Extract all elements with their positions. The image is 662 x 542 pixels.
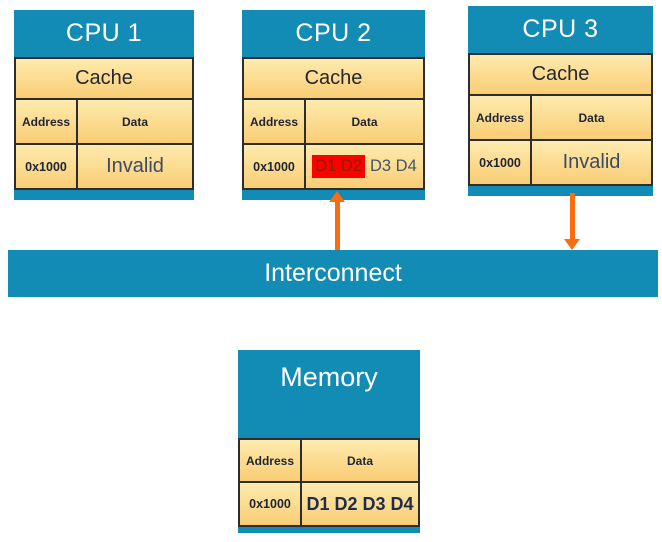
cpu3-address-cell: 0x1000	[470, 141, 532, 184]
cpu2-data-header-cell: Data	[306, 100, 423, 143]
cpu1-data-cell: Invalid	[78, 145, 192, 188]
cpu2-cache-table: Cache Address Data 0x1000 D1 D2 D3 D4	[242, 57, 425, 190]
cpu2-address-cell: 0x1000	[244, 145, 306, 188]
cpu3-data-cell: Invalid	[532, 141, 651, 184]
memory-address-header-cell: Address	[240, 440, 302, 481]
cpu2-cache-label: Cache	[244, 59, 423, 100]
cpu2-address-header-cell: Address	[244, 100, 306, 143]
cpu3-data-header-cell: Data	[532, 96, 651, 139]
cpu1-address-cell: 0x1000	[16, 145, 78, 188]
cpu1-title: CPU 1	[65, 19, 143, 47]
cpu1-box: CPU 1 Cache Address Data 0x1000 Invalid	[14, 10, 194, 200]
memory-address-cell: 0x1000	[240, 483, 302, 525]
cpu3-data-row: 0x1000 Invalid	[470, 141, 651, 184]
cpu3-title: CPU 3	[522, 15, 599, 43]
cpu2-data-cell: D1 D2 D3 D4	[306, 145, 423, 188]
cpu2-data-rest: D3 D4	[370, 157, 417, 175]
cpu1-address-header-cell: Address	[16, 100, 78, 143]
memory-data-row: 0x1000 D1 D2 D3 D4	[240, 483, 418, 525]
memory-title: Memory	[280, 362, 378, 392]
interconnect-label: Interconnect	[264, 259, 402, 287]
cpu2-to-interconnect-arrow	[335, 201, 340, 250]
cpu1-data-row: 0x1000 Invalid	[16, 145, 192, 188]
cpu1-header-row: Address Data	[16, 100, 192, 145]
cpu2-title: CPU 2	[295, 19, 372, 47]
cpu2-header-row: Address Data	[244, 100, 423, 145]
memory-data-cell: D1 D2 D3 D4	[302, 483, 418, 525]
cpu2-data-highlight: D1 D2	[312, 155, 365, 178]
cpu3-cache-table: Cache Address Data 0x1000 Invalid	[468, 53, 653, 186]
cpu3-to-interconnect-arrow	[570, 193, 575, 240]
memory-box: Memory Address Data 0x1000 D1 D2 D3 D4	[238, 350, 420, 533]
cpu3-cache-label: Cache	[470, 55, 651, 96]
cpu2-box: CPU 2 Cache Address Data 0x1000 D1 D2 D3…	[242, 10, 425, 200]
cpu3-box: CPU 3 Cache Address Data 0x1000 Invalid	[468, 6, 653, 196]
memory-table: Address Data 0x1000 D1 D2 D3 D4	[238, 438, 420, 527]
cpu1-cache-table: Cache Address Data 0x1000 Invalid	[14, 57, 194, 190]
arrowhead-up-icon	[329, 191, 345, 202]
memory-header-row: Address Data	[240, 440, 418, 483]
memory-data-header-cell: Data	[302, 440, 418, 481]
cpu2-data-row: 0x1000 D1 D2 D3 D4	[244, 145, 423, 188]
cpu1-data-header-cell: Data	[78, 100, 192, 143]
interconnect-bar: Interconnect	[8, 250, 658, 297]
cpu3-address-header-cell: Address	[470, 96, 532, 139]
arrowhead-down-icon	[564, 239, 580, 250]
cpu3-header-row: Address Data	[470, 96, 651, 141]
cpu1-cache-label: Cache	[16, 59, 192, 100]
